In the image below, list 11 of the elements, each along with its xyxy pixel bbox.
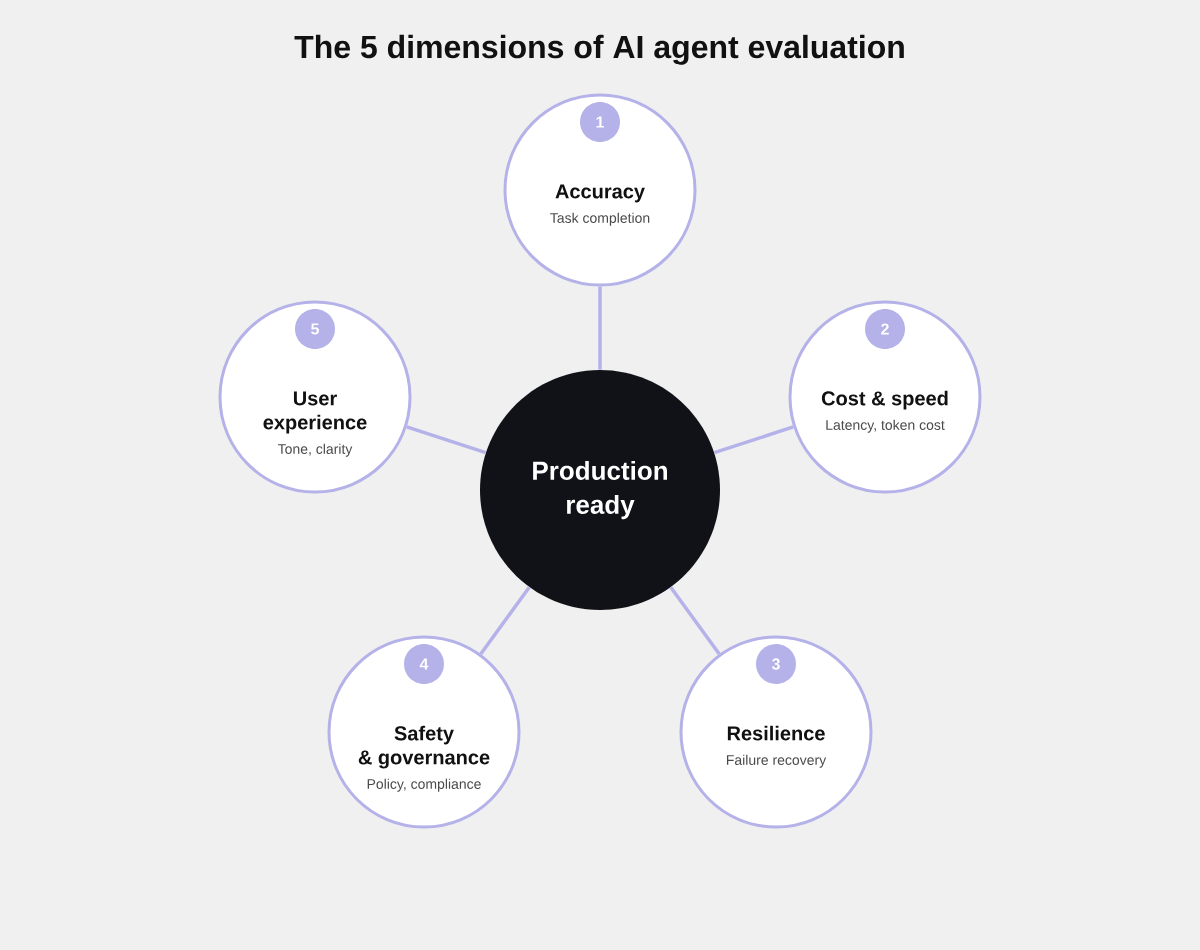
number-badge: 3 xyxy=(756,644,796,684)
connector-line xyxy=(598,286,602,370)
connector-line xyxy=(713,425,794,455)
number-badge: 2 xyxy=(865,309,905,349)
number-badge: 4 xyxy=(404,644,444,684)
number-badge: 1 xyxy=(580,102,620,142)
connector-line xyxy=(406,425,487,455)
number-badge: 5 xyxy=(295,309,335,349)
connector-line xyxy=(479,586,531,655)
connector-line xyxy=(669,586,721,655)
title: The 5 dimensions of AI agent evaluation xyxy=(294,34,904,65)
